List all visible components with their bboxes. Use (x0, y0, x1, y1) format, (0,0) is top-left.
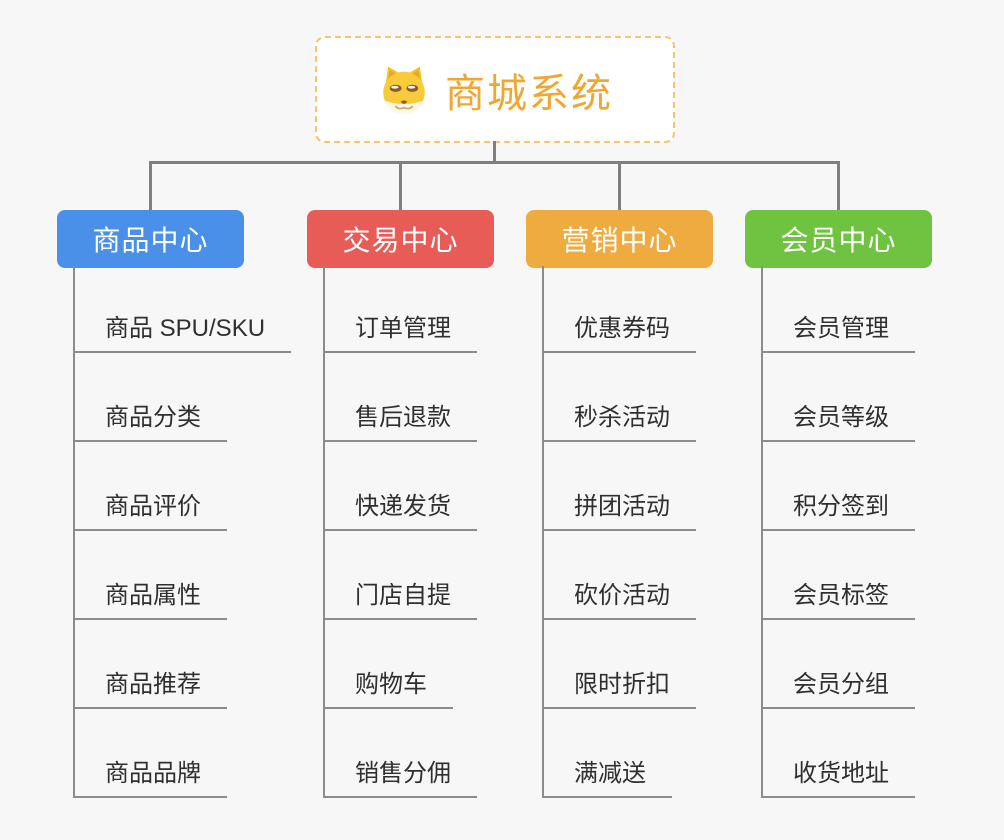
child-topic-label: 满减送 (574, 760, 646, 787)
child-topic[interactable]: 购物车 (325, 620, 453, 709)
branch-connector-drop (837, 161, 840, 210)
child-topic[interactable]: 商品评价 (75, 442, 227, 531)
child-topic-label: 会员管理 (793, 315, 889, 342)
child-topic-label: 秒杀活动 (574, 404, 670, 431)
child-topic-label: 商品分类 (105, 404, 201, 431)
child-topic[interactable]: 商品 SPU/SKU (75, 266, 292, 353)
child-topic[interactable]: 满减送 (544, 709, 672, 798)
child-topic-label: 商品推荐 (105, 671, 201, 698)
child-topic[interactable]: 会员标签 (763, 531, 915, 620)
branch-connector-drop (149, 161, 152, 210)
branch-label: 营销中心 (561, 225, 678, 256)
child-topic[interactable]: 限时折扣 (544, 620, 696, 709)
child-topic[interactable]: 优惠券码 (544, 266, 696, 353)
child-topic-label: 限时折扣 (574, 671, 670, 698)
branch-header[interactable]: 商品中心 (57, 210, 244, 268)
child-topic-label: 会员标签 (793, 582, 889, 609)
branch-header[interactable]: 会员中心 (745, 210, 932, 268)
child-topic[interactable]: 商品属性 (75, 531, 227, 620)
child-topic-label: 会员等级 (793, 404, 889, 431)
branch-column: 交易中心 订单管理售后退款快递发货门店自提购物车销售分佣 (307, 161, 494, 798)
child-topic-label: 收货地址 (793, 760, 889, 787)
child-topic-label: 销售分佣 (355, 760, 451, 787)
child-topic-label: 商品品牌 (105, 760, 201, 787)
branch-children-rail: 优惠券码秒杀活动拼团活动砍价活动限时折扣满减送 (542, 266, 696, 798)
child-topic[interactable]: 砍价活动 (544, 531, 696, 620)
child-topic[interactable]: 会员等级 (763, 353, 915, 442)
child-topic-label: 门店自提 (355, 582, 451, 609)
child-topic-label: 优惠券码 (574, 315, 670, 342)
child-topic-label: 拼团活动 (574, 493, 670, 520)
branch-column: 会员中心 会员管理会员等级积分签到会员标签会员分组收货地址 (745, 161, 932, 798)
child-topic-label: 商品属性 (105, 582, 201, 609)
root-title: 商城系统 (445, 71, 613, 116)
child-topic-label: 会员分组 (793, 671, 889, 698)
branch-connector-drop (618, 161, 621, 210)
child-topic[interactable]: 商品品牌 (75, 709, 227, 798)
branch-connector-drop (399, 161, 402, 210)
branch-children-rail: 会员管理会员等级积分签到会员标签会员分组收货地址 (761, 266, 915, 798)
branch-column: 商品中心 商品 SPU/SKU 商品分类商品评价商品属性商品推荐商品品牌 (57, 161, 292, 798)
child-topic-label: 砍价活动 (574, 582, 670, 609)
child-topic[interactable]: 商品推荐 (75, 620, 227, 709)
child-topic-label: 订单管理 (355, 315, 451, 342)
branch-label: 商品中心 (92, 225, 209, 256)
child-topic-label: 售后退款 (355, 404, 451, 431)
child-topic[interactable]: 秒杀活动 (544, 353, 696, 442)
child-topic[interactable]: 销售分佣 (325, 709, 477, 798)
branch-header[interactable]: 交易中心 (307, 210, 494, 268)
root-node[interactable]: 商城系统 (315, 36, 675, 143)
branch-header[interactable]: 营销中心 (526, 210, 713, 268)
child-topic-label: 购物车 (355, 671, 427, 698)
branch-children-rail: 订单管理售后退款快递发货门店自提购物车销售分佣 (323, 266, 477, 798)
child-topic[interactable]: 商品分类 (75, 353, 227, 442)
child-topic[interactable]: 会员分组 (763, 620, 915, 709)
child-topic[interactable]: 拼团活动 (544, 442, 696, 531)
child-topic[interactable]: 收货地址 (763, 709, 915, 798)
child-topic-label: 商品评价 (105, 493, 201, 520)
child-topic[interactable]: 会员管理 (763, 266, 915, 353)
child-topic[interactable]: 积分签到 (763, 442, 915, 531)
branch-connector-rail (149, 161, 840, 164)
child-topic[interactable]: 快递发货 (325, 442, 477, 531)
child-topic-label: 积分签到 (793, 493, 889, 520)
child-topic[interactable]: 订单管理 (325, 266, 477, 353)
child-topic-label: 商品 SPU/SKU (105, 315, 266, 342)
root-connector-stem (493, 141, 496, 163)
dog-face-icon (377, 65, 431, 115)
child-topic-label: 快递发货 (355, 493, 451, 520)
child-topic[interactable]: 售后退款 (325, 353, 477, 442)
branch-label: 交易中心 (342, 225, 459, 256)
branch-children-rail: 商品 SPU/SKU 商品分类商品评价商品属性商品推荐商品品牌 (73, 266, 292, 798)
branch-label: 会员中心 (780, 225, 897, 256)
child-topic[interactable]: 门店自提 (325, 531, 477, 620)
branch-column: 营销中心 优惠券码秒杀活动拼团活动砍价活动限时折扣满减送 (526, 161, 713, 798)
